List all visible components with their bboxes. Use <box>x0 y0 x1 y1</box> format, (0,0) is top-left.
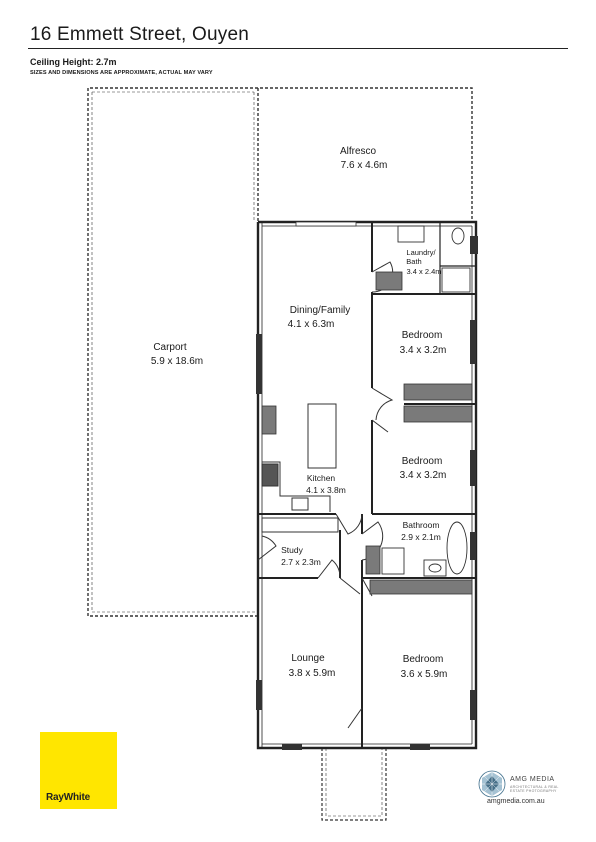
page-title: 16 Emmett Street, Ouyen <box>30 24 249 45</box>
carport-outline <box>87 87 473 617</box>
bedroom-1-dim: 3.4 x 3.2m <box>400 345 447 356</box>
study-label: Study <box>281 545 303 555</box>
dining-dim: 4.1 x 6.3m <box>288 319 335 330</box>
front-porch <box>321 748 387 821</box>
bedroom-2-label: Bedroom <box>402 456 443 467</box>
dining-label: Dining/Family <box>290 305 351 316</box>
bedroom-1-label: Bedroom <box>402 330 443 341</box>
laundry-dim: 3.4 x 2.4m <box>406 267 441 276</box>
bath-label: Bath <box>406 257 421 266</box>
carport-label: Carport <box>153 342 187 353</box>
kitchen-label: Kitchen <box>307 473 336 483</box>
alfresco-dim: 7.6 x 4.6m <box>341 160 388 171</box>
ceiling-height: Ceiling Height: 2.7m <box>30 57 117 67</box>
title-divider <box>28 48 568 49</box>
study-dim: 2.7 x 2.3m <box>281 557 321 567</box>
kitchen-fixtures <box>261 403 339 533</box>
bathroom-dim: 2.9 x 2.1m <box>401 532 441 542</box>
bedroom-3-dim: 3.6 x 5.9m <box>401 669 448 680</box>
kitchen-dim: 4.1 x 3.8m <box>306 485 346 495</box>
bedroom-3-label: Bedroom <box>403 654 444 665</box>
amg-media-url: amgmedia.com.au <box>487 798 545 805</box>
amg-media-logo-icon <box>478 770 506 798</box>
disclaimer: SIZES AND DIMENSIONS ARE APPROXIMATE, AC… <box>30 70 213 76</box>
bedroom-2-dim: 3.4 x 3.2m <box>400 470 447 481</box>
bathroom-label: Bathroom <box>403 520 440 530</box>
room-labels: Alfresco 7.6 x 4.6m Carport 5.9 x 18.6m … <box>151 146 447 680</box>
lounge-label: Lounge <box>291 653 325 664</box>
windows <box>256 221 478 750</box>
carport-dim: 5.9 x 18.6m <box>151 356 203 367</box>
laundry-label: Laundry/ <box>406 248 436 257</box>
amg-media-tagline: ARCHITECTURAL & REAL ESTATE PHOTOGRAPHY <box>510 785 559 793</box>
alfresco-label: Alfresco <box>340 146 377 157</box>
amg-media-name: AMG MEDIA <box>510 776 555 783</box>
interior-walls <box>258 222 476 748</box>
laundry-fixtures <box>397 225 471 293</box>
built-in-robes <box>261 271 473 595</box>
raywhite-wordmark: RayWhite <box>46 792 90 803</box>
bathroom-fixtures <box>381 521 468 577</box>
lounge-dim: 3.8 x 5.9m <box>289 668 336 679</box>
raywhite-logo: RayWhite <box>40 732 117 809</box>
